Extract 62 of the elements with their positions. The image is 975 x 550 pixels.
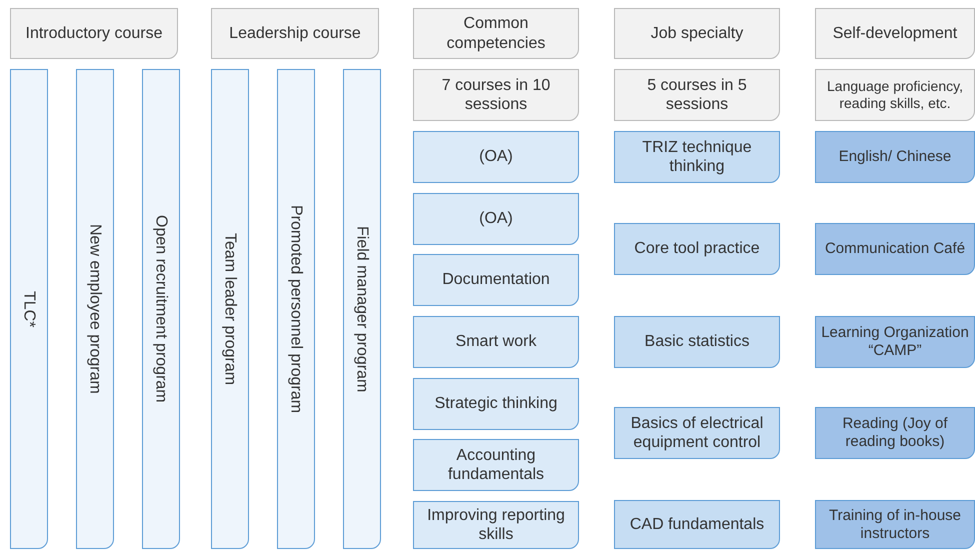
course-label: Basics of electrical equipment control: [630, 414, 764, 452]
program-label: Promoted personnel program: [286, 204, 306, 414]
course-box: [614, 316, 780, 368]
course-label: Smart work: [456, 332, 536, 352]
program-bar: [10, 69, 48, 549]
course-label: 5 courses in 5 sessions: [646, 76, 748, 114]
course-header: [815, 8, 975, 59]
course-box: [413, 193, 579, 245]
course-label: Introductory course: [26, 24, 162, 44]
course-box: [815, 316, 975, 368]
course-box: [413, 378, 579, 430]
course-box: [614, 131, 780, 183]
course-summary-box: [815, 69, 975, 121]
course-label: Training of in-house instructors: [828, 506, 962, 542]
course-summary-box: [413, 69, 579, 121]
course-box: [815, 131, 975, 183]
program-label: TLC*: [20, 290, 39, 328]
course-label: Leadership course: [229, 24, 361, 44]
course-box: [815, 223, 975, 275]
course-label: Basic statistics: [644, 332, 750, 352]
course-header: [10, 8, 178, 59]
program-label: New employee program: [86, 224, 105, 394]
course-box: [614, 223, 780, 275]
program-bar: [343, 69, 381, 549]
course-label: Accounting fundamentals: [446, 446, 546, 484]
course-box: [614, 407, 780, 459]
course-box: [413, 501, 579, 549]
course-box: [815, 407, 975, 459]
course-label: 7 courses in 10 sessions: [440, 76, 552, 114]
course-label: Language proficiency, reading skills, etc.: [826, 78, 964, 112]
course-label: CAD fundamentals: [630, 514, 764, 534]
course-label: Reading (Joy of reading books): [841, 415, 949, 451]
program-label: Field manager program: [352, 226, 372, 392]
course-box: [614, 500, 780, 549]
program-bar: [211, 69, 249, 549]
course-label: Self-development: [832, 24, 958, 44]
course-header: [211, 8, 379, 59]
course-label: Documentation: [442, 270, 550, 290]
program-label: Team leader program: [220, 232, 240, 386]
course-label: Learning Organization “CAMP”: [820, 324, 970, 360]
course-label: Core tool practice: [634, 239, 760, 259]
program-bar: [142, 69, 180, 549]
course-label: Common competencies: [446, 14, 546, 53]
course-label: Communication Café: [824, 240, 966, 258]
course-label: Job specialty: [650, 24, 744, 44]
course-box: [413, 316, 579, 368]
course-summary-box: [614, 69, 780, 121]
program-bar: [277, 69, 315, 549]
course-label: Strategic thinking: [434, 394, 558, 414]
course-label: English/ Chinese: [838, 148, 952, 166]
course-box: [413, 439, 579, 491]
course-header: [413, 8, 579, 59]
course-header: [614, 8, 780, 59]
course-box: [413, 254, 579, 306]
course-label: (OA): [479, 209, 513, 229]
program-bar: [76, 69, 114, 549]
course-box: [815, 500, 975, 549]
course-label: Improving reporting skills: [426, 506, 566, 544]
course-label: (OA): [479, 147, 513, 167]
course-label: TRIZ technique thinking: [641, 138, 753, 176]
program-label: Open recruitment program: [152, 215, 171, 403]
course-box: [413, 131, 579, 183]
